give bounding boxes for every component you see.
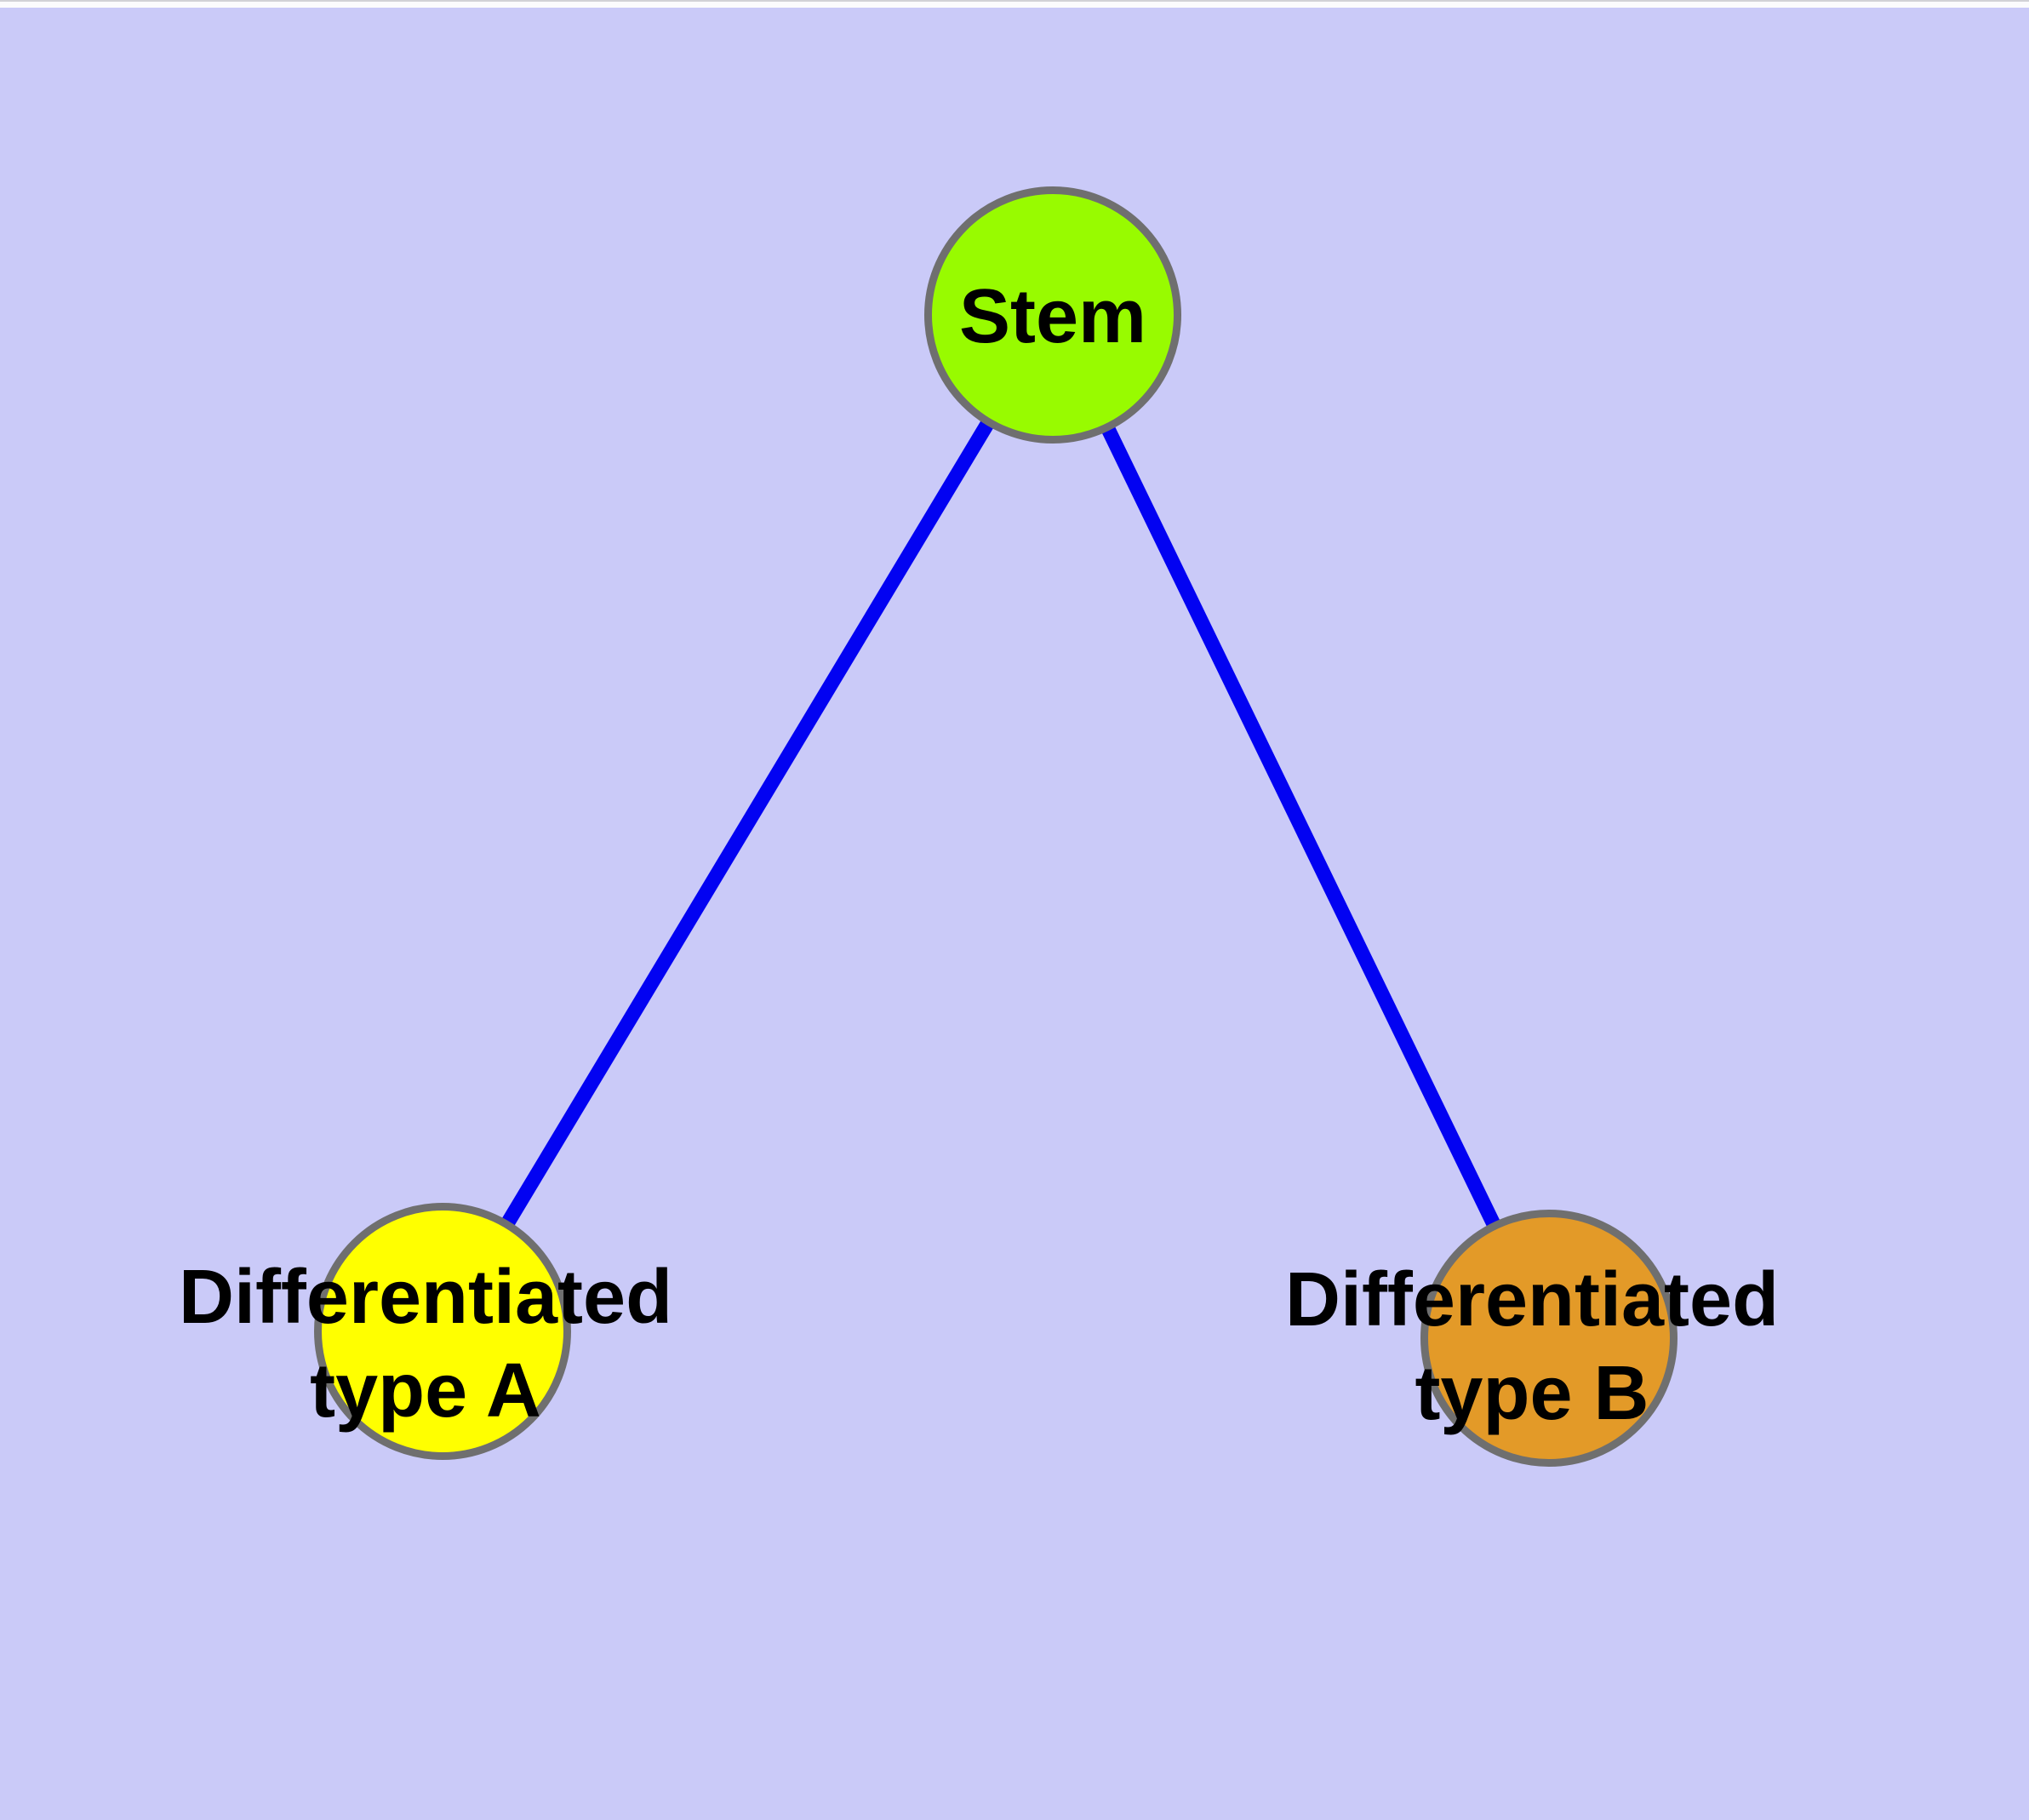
edge-stem-to-typeB bbox=[1046, 312, 1556, 1342]
node-stem-circle bbox=[924, 186, 1181, 444]
node-typeB-circle bbox=[1420, 1210, 1677, 1467]
window-top-edge bbox=[0, 0, 2029, 8]
edge-stem-to-typeA bbox=[436, 311, 1060, 1336]
node-typeA-circle bbox=[314, 1203, 571, 1460]
